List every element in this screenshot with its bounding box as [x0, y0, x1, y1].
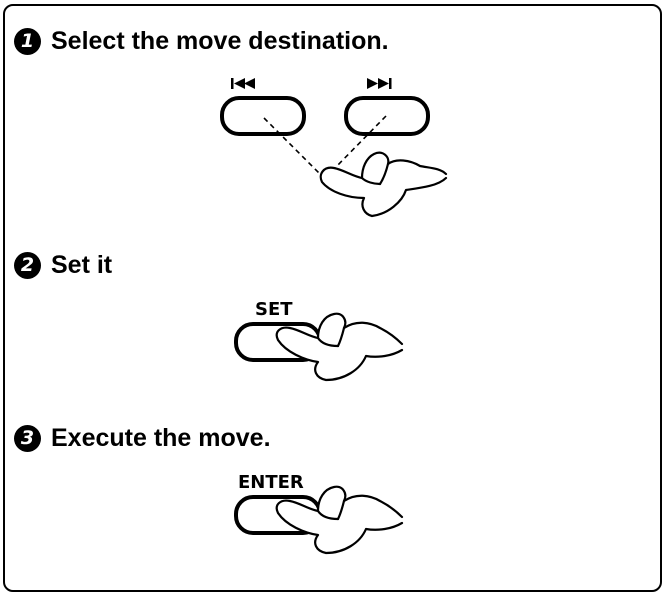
next-button[interactable]	[344, 96, 430, 136]
step-3: 3 Execute the move.	[14, 424, 271, 453]
skip-previous-icon	[231, 78, 255, 89]
guide-line-left	[263, 117, 323, 177]
step-3-text: Execute the move.	[51, 424, 271, 452]
previous-button[interactable]	[220, 96, 306, 136]
guide-line-right	[332, 115, 387, 171]
hand-icon	[275, 312, 404, 382]
step-2-number: 2	[14, 252, 41, 279]
enter-button-label: ENTER	[238, 472, 304, 493]
step-3-number: 3	[14, 425, 41, 452]
step-2-text: Set it	[51, 251, 113, 279]
step-1: 1 Select the move destination.	[14, 27, 389, 56]
hand-icon	[275, 485, 404, 555]
step-1-text: Select the move destination.	[51, 27, 389, 55]
skip-next-icon	[367, 78, 392, 89]
hand-icon	[319, 151, 448, 218]
step-1-number: 1	[14, 28, 41, 55]
step-2: 2 Set it	[14, 251, 112, 280]
set-button-label: SET	[255, 299, 293, 320]
